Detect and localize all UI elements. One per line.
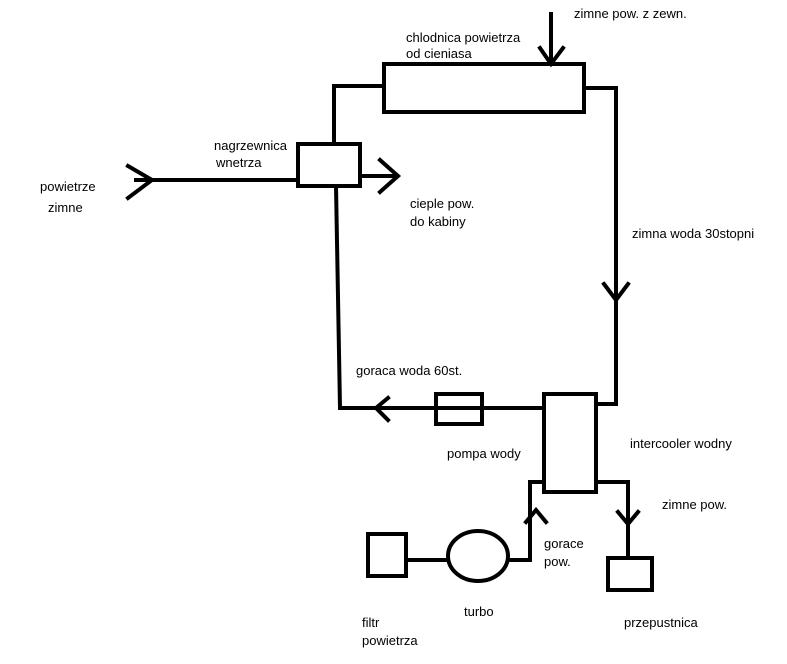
intercooler-box — [542, 392, 598, 494]
hot-water-arrow-icon — [373, 395, 391, 423]
label-cold-air-out: zimne pow. — [662, 497, 728, 512]
label-warm-air-line1: cieple pow. — [410, 196, 475, 211]
label-air-filter-line1: filtr — [362, 615, 380, 630]
pipe-cold-water — [582, 86, 618, 406]
label-water-pump: pompa wody — [447, 446, 521, 461]
hot-air-arrow-icon — [523, 506, 549, 525]
label-warm-air-line2: do kabiny — [410, 214, 466, 229]
label-turbo: turbo — [464, 604, 494, 619]
warm-air-arrow-icon — [377, 157, 402, 195]
label-cold-water: zimna woda 30stopni — [632, 226, 755, 241]
pipe-cooler-to-heater — [332, 84, 386, 146]
cold-air-outside-arrow-icon — [537, 45, 566, 68]
turbo-to-intercooler-line — [506, 480, 546, 562]
label-air-cooler-line1: chlodnica powietrza — [406, 30, 521, 45]
intercooler-to-throttle-line — [594, 480, 630, 560]
label-air-cooler-line2: od cieniasa — [406, 46, 472, 61]
label-hot-air-line2: pow. — [544, 554, 571, 569]
label-cold-air-line2: zimne — [48, 200, 83, 215]
label-hot-water: goraca woda 60st. — [356, 363, 463, 378]
cold-water-arrow-icon — [601, 281, 631, 304]
pipe-hot-water — [333, 183, 546, 410]
label-cold-air-outside: zimne pow. z zewn. — [574, 6, 687, 21]
cold-air-in-arrow-icon — [125, 163, 156, 201]
label-cold-air-line1: powietrze — [40, 179, 96, 194]
label-heater-line2: wnetrza — [216, 155, 262, 170]
throttle-box — [606, 556, 654, 592]
label-throttle: przepustnica — [624, 615, 698, 630]
heater-box — [296, 142, 362, 188]
cold-air-out-arrow-icon — [615, 509, 641, 528]
air-cooler-box — [382, 62, 586, 114]
label-intercooler: intercooler wodny — [630, 436, 732, 451]
label-hot-air-line1: gorace — [544, 536, 584, 551]
label-heater-line1: nagrzewnica — [214, 138, 287, 153]
label-air-filter-line2: powietrza — [362, 633, 418, 648]
air-filter-box — [366, 532, 408, 578]
turbo-shape — [446, 529, 510, 583]
